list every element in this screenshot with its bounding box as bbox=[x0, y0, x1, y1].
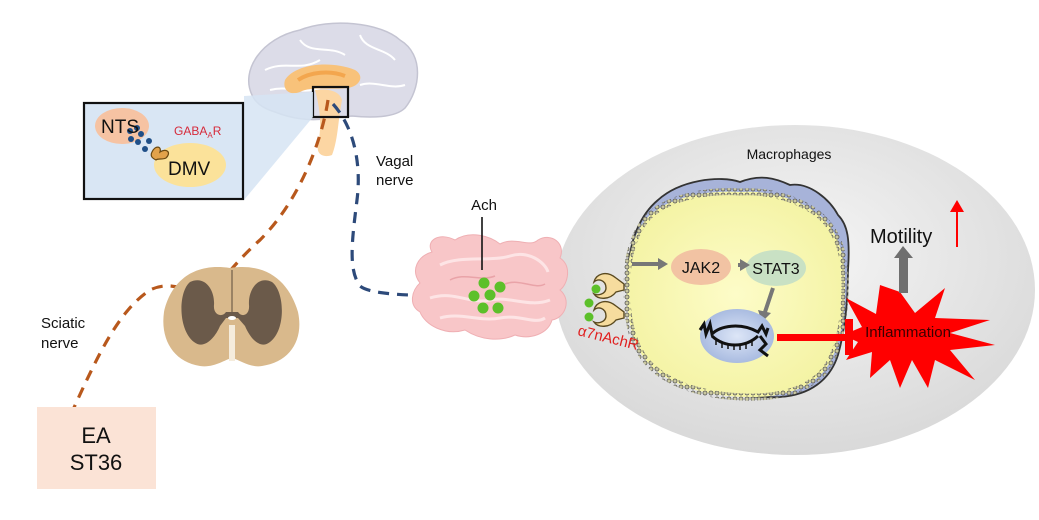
a7nachr-receptors bbox=[591, 272, 625, 327]
vagal-nerve-label-2: nerve bbox=[376, 172, 414, 189]
ach-molecules bbox=[468, 277, 506, 314]
intestine-illustration bbox=[412, 234, 568, 340]
signal-arrows bbox=[632, 258, 775, 322]
ach-label: Ach bbox=[471, 197, 497, 214]
dmv-nucleus bbox=[154, 143, 226, 187]
dmv-label: DMV bbox=[168, 159, 211, 180]
stat3-node bbox=[746, 250, 806, 286]
zoom-projection bbox=[244, 92, 313, 200]
bound-ach-molecules bbox=[584, 284, 601, 322]
st36-label: ST36 bbox=[70, 450, 123, 475]
vagal-nerve-label-1: Vagal bbox=[376, 153, 413, 170]
brainstem-inset bbox=[82, 101, 245, 201]
dna-icon bbox=[698, 318, 770, 358]
gaba-a-receptor-icon bbox=[150, 146, 170, 161]
jak2-node bbox=[671, 249, 731, 285]
ea-label: EA bbox=[81, 423, 111, 448]
nts-nucleus bbox=[95, 108, 149, 144]
gaba-vesicles bbox=[127, 125, 152, 152]
sciatic-nerve-label-2: nerve bbox=[41, 335, 79, 352]
spinal-cord-cross-section bbox=[163, 267, 300, 367]
gaba-a-receptor-label: GABAAR bbox=[174, 124, 222, 140]
inflammation-burst-icon bbox=[843, 285, 995, 388]
nts-label: NTS bbox=[101, 117, 139, 138]
increase-arrow-icon bbox=[950, 200, 964, 247]
sciatic-nerve-path bbox=[70, 99, 330, 413]
motility-up-arrow-gray bbox=[894, 246, 913, 293]
jak2-label: JAK2 bbox=[682, 260, 720, 277]
macrophage-cytoplasm bbox=[623, 188, 849, 401]
macrophage-title: Macrophages bbox=[747, 146, 832, 162]
vagal-nerve-path bbox=[331, 102, 501, 298]
ea-st36-box bbox=[37, 407, 156, 489]
motility-label: Motility bbox=[870, 226, 932, 248]
nucleus bbox=[700, 309, 774, 363]
stat3-label: STAT3 bbox=[752, 261, 800, 278]
sciatic-nerve-label-1: Sciatic bbox=[41, 315, 86, 332]
inflammation-label: Inflammation bbox=[865, 324, 951, 341]
